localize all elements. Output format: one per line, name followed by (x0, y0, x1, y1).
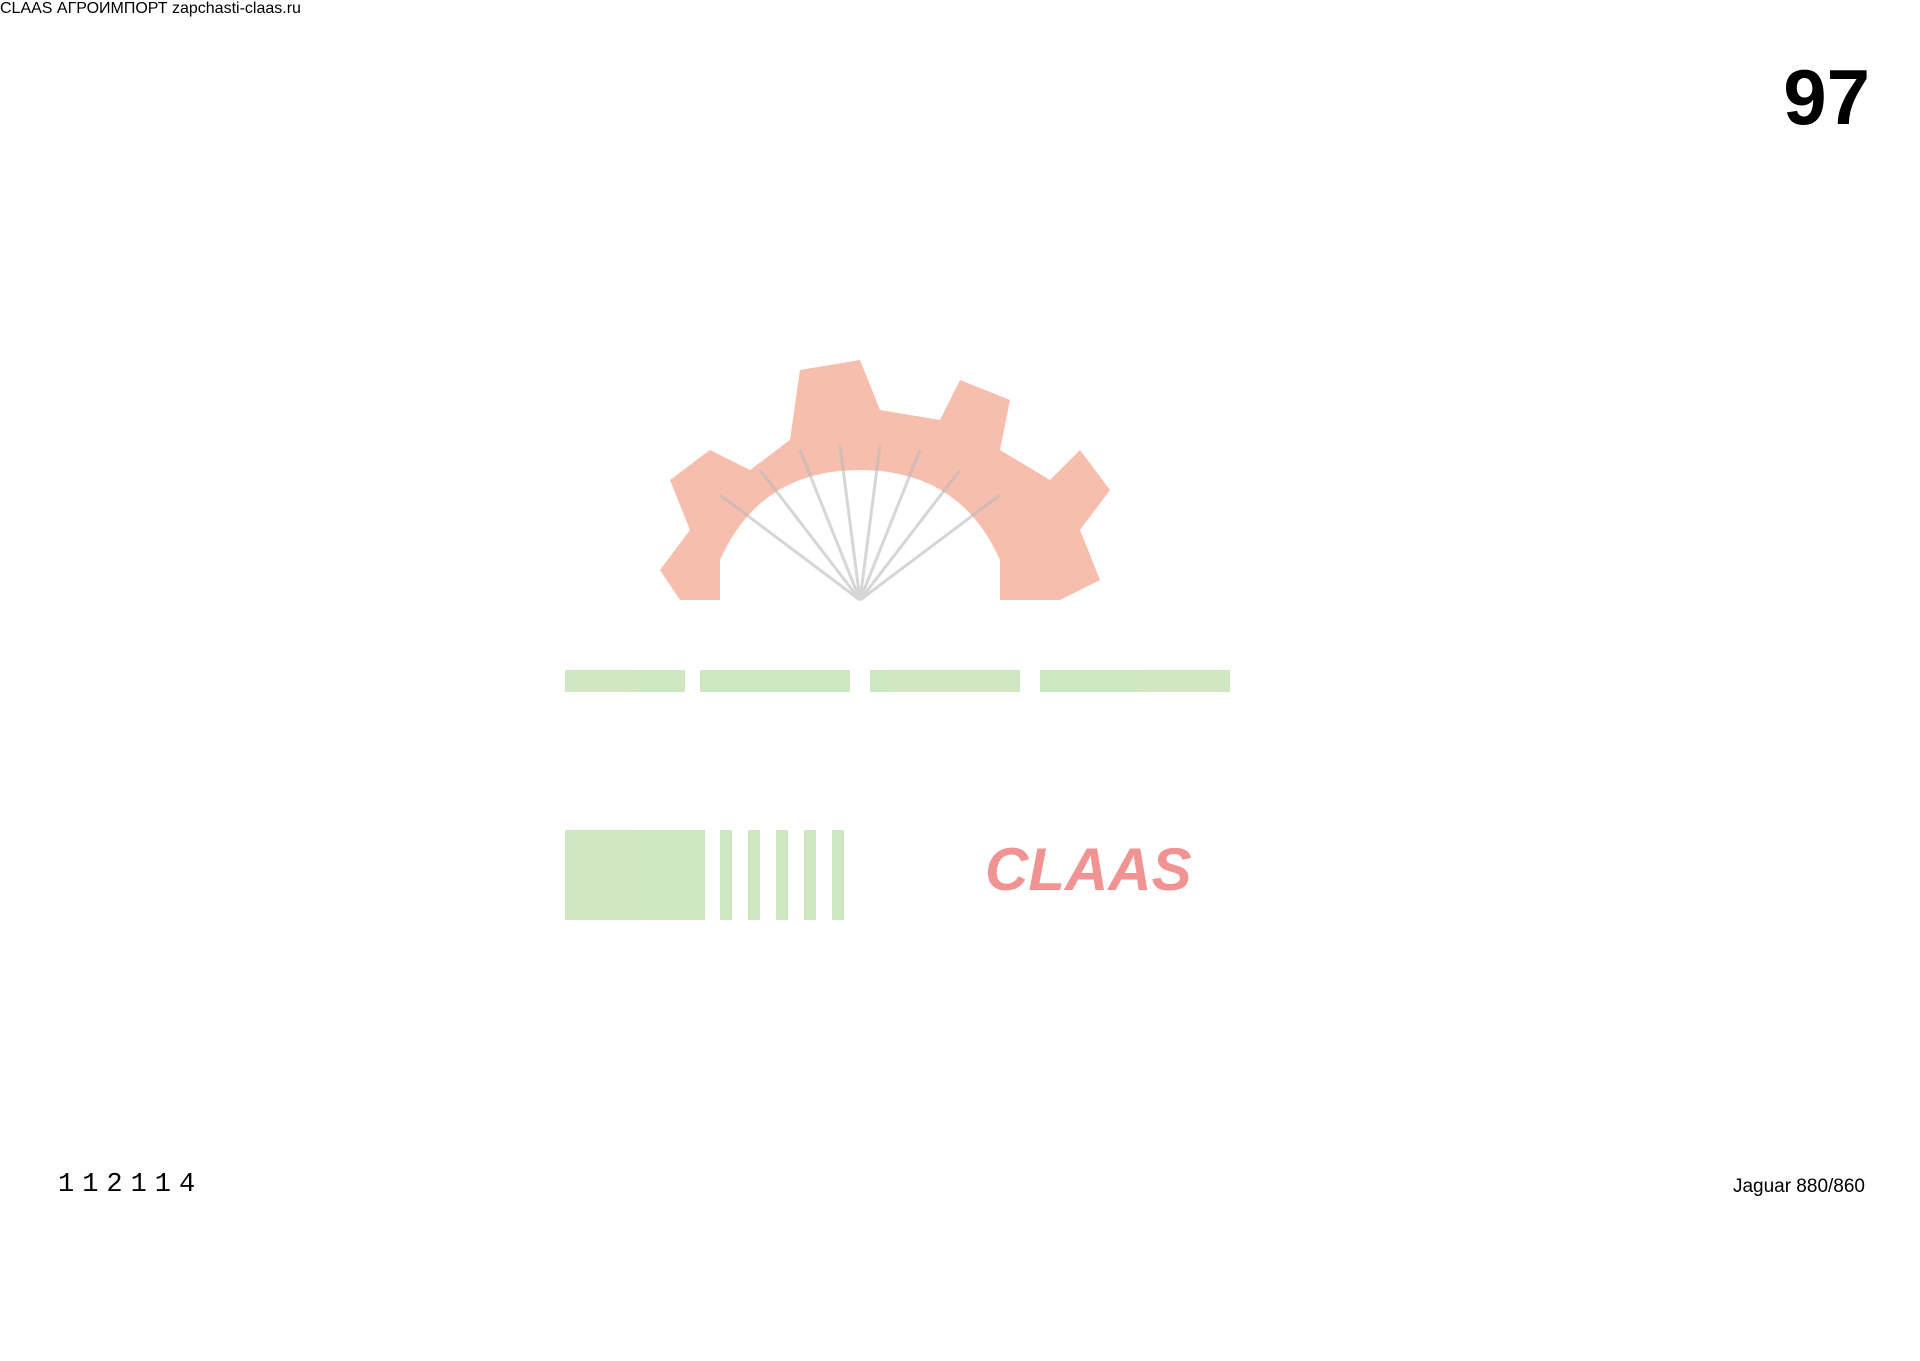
watermark-layer: CLAAS (565, 360, 1230, 920)
page-number: 97 (1783, 53, 1870, 141)
watermark-brand-small: CLAAS (985, 836, 1192, 903)
watermark-main-text: АГРОИМПОРТ (56, 0, 168, 17)
header-rule-left: CLAAS (0, 0, 1870, 1200)
watermark-gear-icon (660, 360, 1110, 600)
drawing-number: 112114 (58, 1170, 204, 1200)
watermark-rays (719, 444, 1001, 602)
page-frame: CLAAS (0, 0, 1870, 1200)
model-name: Jaguar 880/860 (1732, 1176, 1865, 1197)
direction-arrow-icon: 1234567891011121314151516171818181920212… (56, 0, 1870, 1200)
claas-logo: CLAAS (0, 0, 53, 17)
header-rule-right: CLAAS (0, 0, 1870, 1200)
watermark-green-bars (565, 670, 1230, 920)
watermark-site-text: zapchasti-claas.ru (171, 0, 301, 17)
